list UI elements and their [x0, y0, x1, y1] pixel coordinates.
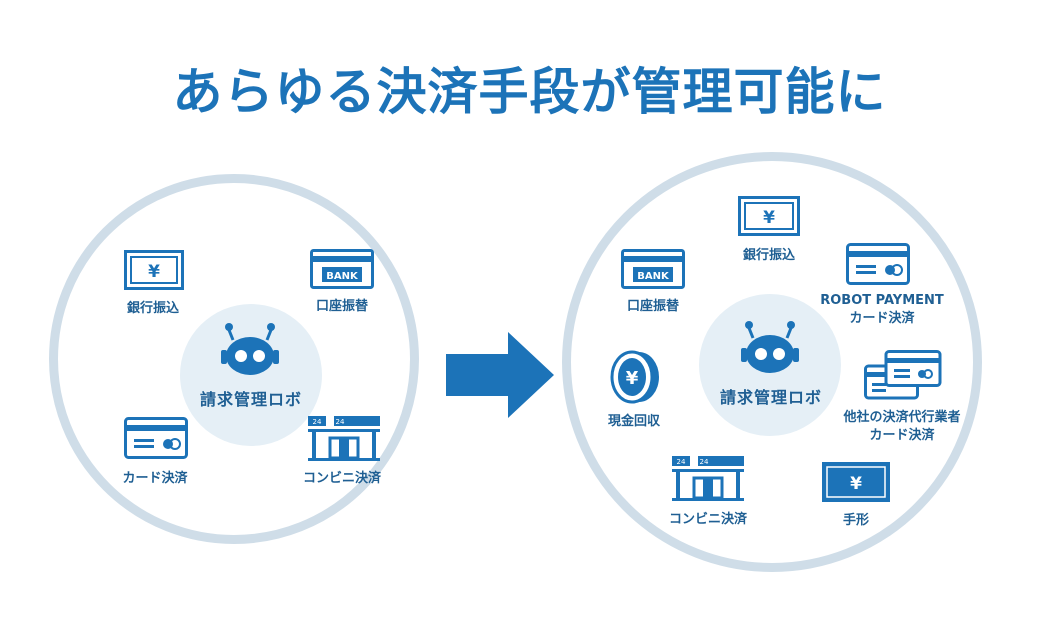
bank-card-icon: BANK: [310, 249, 374, 289]
right-convenience-label: コンビニ決済: [668, 512, 748, 527]
yen-symbol: ¥: [626, 368, 639, 389]
page-title: あらゆる決済手段が管理可能に: [172, 63, 887, 121]
bank-card-icon: BANK: [621, 249, 685, 289]
yen-bill-icon: ¥: [738, 196, 800, 236]
robot-payment-line2: カード決済: [849, 311, 915, 326]
yen-symbol: ¥: [850, 474, 862, 494]
left-circle: [49, 174, 419, 544]
store-number-1: 24: [313, 418, 322, 426]
right-center-label: 請求管理ロボ: [719, 388, 823, 407]
promissory-note-icon: ¥: [822, 462, 890, 502]
right-arrow-icon: [446, 332, 556, 418]
other-provider-line1: 他社の決済代行業者: [843, 410, 961, 425]
convenience-store-icon: 24 24: [308, 416, 380, 462]
other-provider-line2: カード決済: [869, 428, 935, 443]
yen-coin-icon: ¥: [609, 350, 661, 404]
robot-payment-label: ROBOT PAYMENT カード決済: [820, 292, 944, 328]
store-number-2: 24: [336, 418, 345, 426]
right-bank-transfer-label: 銀行振込: [742, 248, 796, 263]
robot-icon: [217, 320, 283, 378]
right-account-transfer-label: 口座振替: [626, 299, 680, 314]
store-number-2: 24: [700, 458, 709, 466]
left-bank-transfer-label: 銀行振込: [126, 301, 180, 316]
left-convenience-label: コンビニ決済: [302, 471, 382, 486]
yen-bill-icon: ¥: [124, 250, 184, 290]
credit-card-icon: [846, 243, 910, 285]
credit-card-icon: [124, 417, 188, 459]
left-core-circle: [180, 304, 322, 446]
multiple-cards-icon: [864, 350, 942, 400]
promissory-note-label: 手形: [842, 513, 870, 528]
yen-symbol: ¥: [763, 208, 775, 228]
cash-collection-label: 現金回収: [607, 414, 661, 429]
left-center-label: 請求管理ロボ: [199, 390, 303, 409]
convenience-store-icon: 24 24: [672, 456, 744, 502]
bank-text: BANK: [637, 271, 670, 282]
robot-payment-line1: ROBOT PAYMENT: [820, 293, 944, 308]
other-provider-card-label: 他社の決済代行業者 カード決済: [843, 409, 960, 445]
yen-symbol: ¥: [148, 262, 160, 282]
bank-text: BANK: [326, 271, 359, 282]
robot-icon: [737, 318, 803, 376]
store-number-1: 24: [677, 458, 686, 466]
left-account-transfer-label: 口座振替: [315, 299, 369, 314]
left-card-payment-label: カード決済: [122, 471, 188, 486]
